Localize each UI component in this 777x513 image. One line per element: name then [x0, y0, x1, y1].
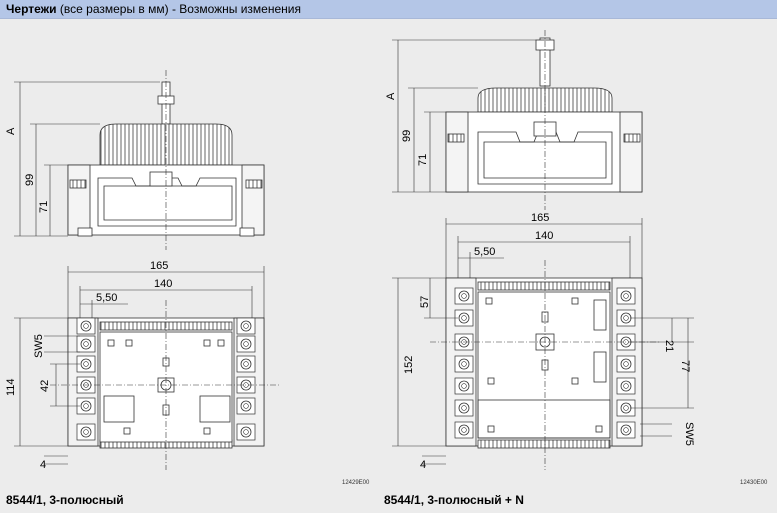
left-front-dims: [14, 266, 280, 470]
right-dim-140: 140: [535, 230, 553, 242]
left-dim-sw5: SW5: [33, 334, 45, 358]
right-dim-152: 152: [403, 356, 415, 374]
left-dim-550: 5,50: [96, 292, 117, 304]
left-dim-71: 71: [38, 201, 50, 213]
left-dim-165: 165: [150, 260, 168, 272]
left-dim-4: 4: [40, 459, 46, 471]
right-side-dims: [392, 30, 546, 210]
right-side-view: [445, 37, 643, 193]
page-header: Чертежи (все размеры в мм) - Возможны из…: [0, 0, 777, 19]
left-dim-A: A: [5, 127, 17, 135]
right-dim-A: A: [385, 92, 397, 100]
right-front-dims: [392, 218, 694, 470]
left-dim-99: 99: [24, 174, 36, 186]
right-front-view: [445, 277, 643, 449]
right-dim-21: 21: [663, 340, 675, 352]
right-dim-99: 99: [401, 130, 413, 142]
right-dim-57: 57: [419, 296, 431, 308]
right-dim-4: 4: [420, 459, 426, 471]
right-dim-71: 71: [417, 154, 429, 166]
left-drawing-code: 12429E00: [342, 480, 370, 486]
left-dim-140: 140: [154, 278, 172, 290]
right-dim-sw5: SW5: [683, 422, 695, 446]
left-side-dims: [14, 70, 167, 250]
right-dim-165: 165: [531, 212, 549, 224]
right-dim-77: 77: [679, 360, 691, 372]
right-drawing-code: 12430E00: [740, 480, 768, 486]
header-bold: Чертежи: [6, 2, 57, 16]
left-dim-114: 114: [5, 378, 17, 396]
technical-drawings: A 99 71: [5, 30, 695, 471]
right-caption: 8544/1, 3-полюсный + N: [384, 493, 524, 507]
right-dim-550: 5,50: [474, 246, 495, 258]
left-dim-42: 42: [39, 380, 51, 392]
left-caption: 8544/1, 3-полюсный: [6, 493, 124, 507]
left-side-view: [67, 81, 265, 237]
header-rest: (все размеры в мм) - Возможны изменения: [56, 2, 301, 16]
